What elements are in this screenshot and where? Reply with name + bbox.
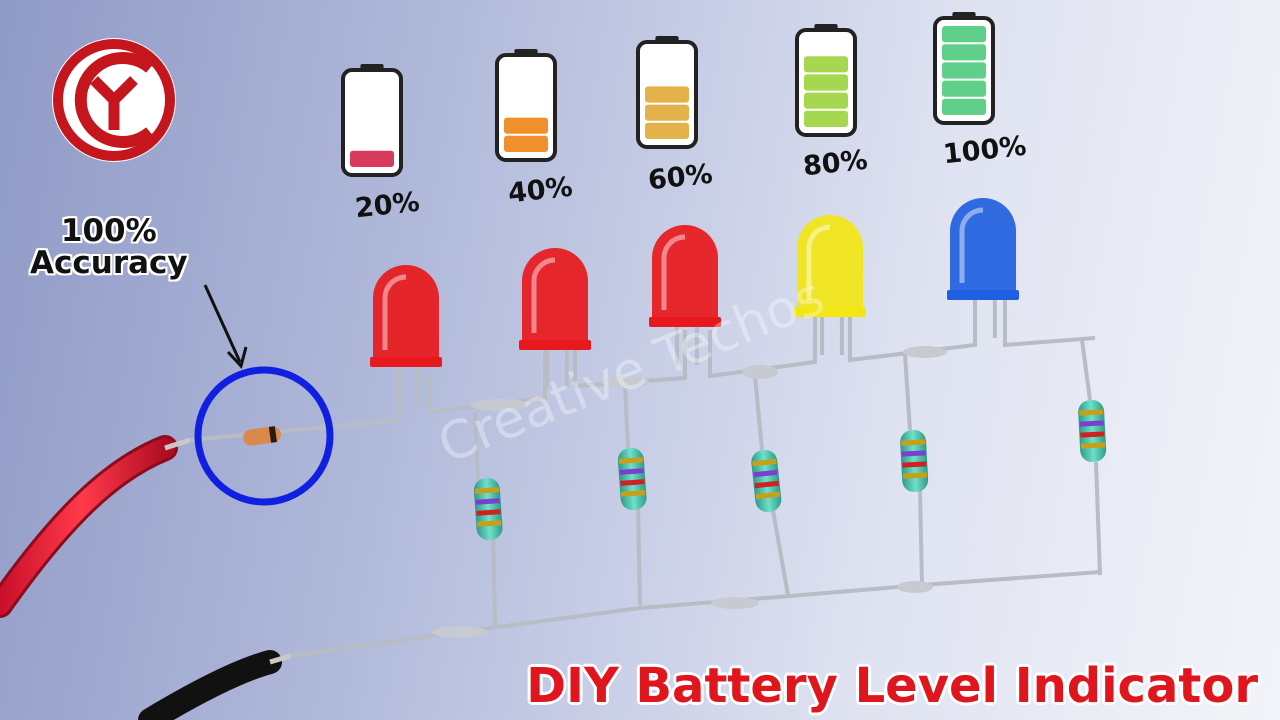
resistor-4	[900, 429, 929, 493]
video-title: DIY Battery Level Indicator	[526, 658, 1258, 714]
led-1	[370, 265, 442, 405]
battery-segment	[942, 80, 986, 97]
battery-segment	[804, 74, 848, 91]
resistors	[473, 399, 1107, 541]
leds	[370, 198, 1019, 405]
accuracy-annotation: 100% Accuracy	[30, 215, 188, 279]
battery-segment	[645, 86, 689, 103]
resistor-3	[751, 449, 782, 512]
battery-icon-5	[933, 12, 995, 125]
logo-y-shape	[90, 76, 138, 130]
battery-segment	[350, 150, 394, 167]
logo-ring	[53, 39, 175, 161]
battery-segment	[942, 62, 986, 79]
resistor-2	[617, 447, 647, 511]
battery-segment	[942, 98, 986, 115]
led-3	[649, 225, 721, 365]
solder-joints	[432, 346, 947, 638]
red-power-wire	[0, 435, 191, 618]
zener-diode	[243, 426, 281, 446]
battery-icon-4	[795, 24, 857, 137]
battery-segment	[645, 122, 689, 139]
battery-segment	[804, 92, 848, 109]
accuracy-word: Accuracy	[30, 245, 188, 281]
battery-segment	[942, 44, 986, 61]
accuracy-percent: 100%	[60, 213, 157, 249]
led-5	[947, 198, 1019, 338]
black-ground-wire	[138, 650, 291, 720]
resistor-5	[1078, 399, 1107, 463]
annotation-group	[194, 284, 334, 506]
battery-segment	[645, 104, 689, 121]
battery-icon-1	[341, 64, 403, 177]
battery-segment	[942, 26, 986, 43]
battery-segment	[804, 56, 848, 73]
battery-segment	[504, 117, 548, 134]
resistor-1	[473, 477, 503, 541]
led-2	[519, 248, 591, 388]
annotation-circle	[194, 366, 334, 506]
channel-logo	[52, 38, 176, 162]
battery-segment	[804, 110, 848, 127]
battery-icons	[341, 12, 995, 177]
battery-icon-2	[495, 49, 557, 162]
logo-c-shape	[74, 52, 154, 148]
led-4	[794, 215, 866, 355]
battery-icon-3	[636, 36, 698, 149]
battery-segment	[504, 135, 548, 152]
annotation-arrow	[203, 284, 242, 363]
